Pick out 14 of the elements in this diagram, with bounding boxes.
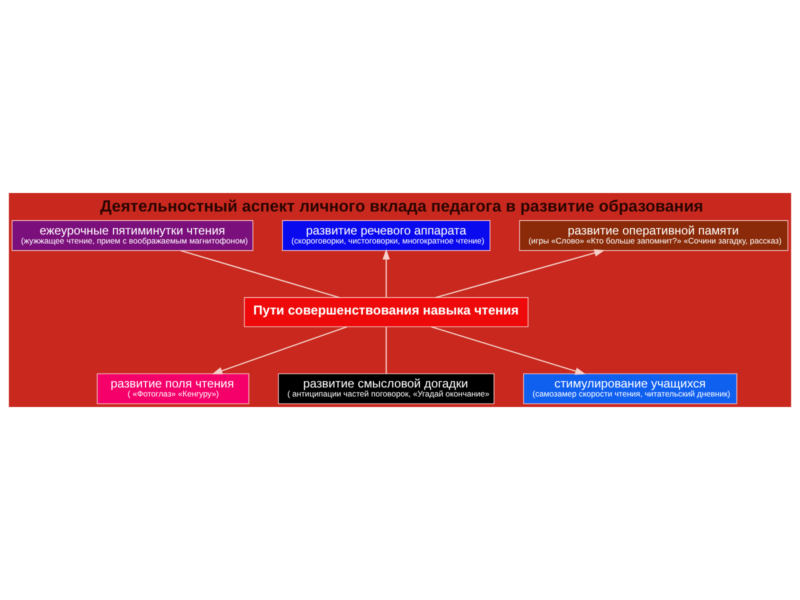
node-box: Пути совершенствования навыка чтения	[244, 297, 528, 328]
arrow	[382, 248, 390, 298]
node-box: развитие оперативной памяти (игры «Слово» «Кто больше запомнит?» «Сочини загадку, рассказ)	[519, 220, 788, 251]
connector	[180, 250, 340, 298]
node-box: развитие смысловой догадки ( антиципации частей поговорок, «Угадай окончание»	[278, 373, 494, 404]
arrow	[435, 249, 605, 298]
node-box: развитие поля чтения ( «Фотоглаз» «Кенгуру»)	[96, 373, 250, 404]
arrow	[212, 326, 348, 374]
node-box: ежеурочные пятиминутки чтения (жужжащее чтение, прием с воображаемым магнитофоном)	[12, 220, 254, 251]
arrow	[431, 326, 586, 375]
node-box: стимулирование учащихся (самозамер скорости чтения, читательский дневник)	[523, 373, 738, 404]
node-box: развитие речевого аппарата (скороговорки, чистоговорки, многократное чтение)	[282, 220, 490, 251]
connector	[386, 327, 387, 374]
diagram-title: Деятельностный аспект личного вклада педагога в развитие образования	[100, 198, 704, 216]
